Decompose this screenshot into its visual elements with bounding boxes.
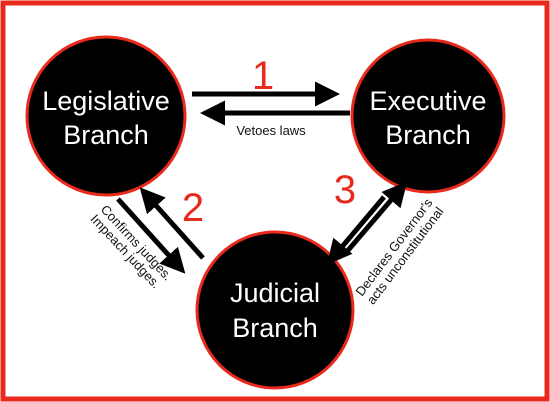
judicial-branch-node: Judicial Branch xyxy=(195,230,355,390)
judicial-line2: Branch xyxy=(232,313,318,343)
legislative-branch-node: Legislative Branch xyxy=(25,35,187,197)
arrow-judicial-to-executive xyxy=(342,181,408,257)
arrow-executive-to-judicial xyxy=(326,195,386,265)
number-1: 1 xyxy=(252,54,274,98)
arrow-legislative-to-judicial xyxy=(116,197,186,274)
judicial-line1: Judicial xyxy=(230,278,320,308)
executive-line1: Executive xyxy=(369,86,486,116)
number-2: 2 xyxy=(182,186,204,230)
arrow-judicial-to-legislative xyxy=(139,187,205,260)
label-vetoes-laws: Vetoes laws xyxy=(236,123,306,138)
executive-branch-node: Executive Branch xyxy=(350,38,506,194)
executive-line2: Branch xyxy=(385,120,471,150)
legislative-line2: Branch xyxy=(63,120,149,150)
legislative-line1: Legislative xyxy=(42,86,170,116)
number-3: 3 xyxy=(334,168,356,212)
